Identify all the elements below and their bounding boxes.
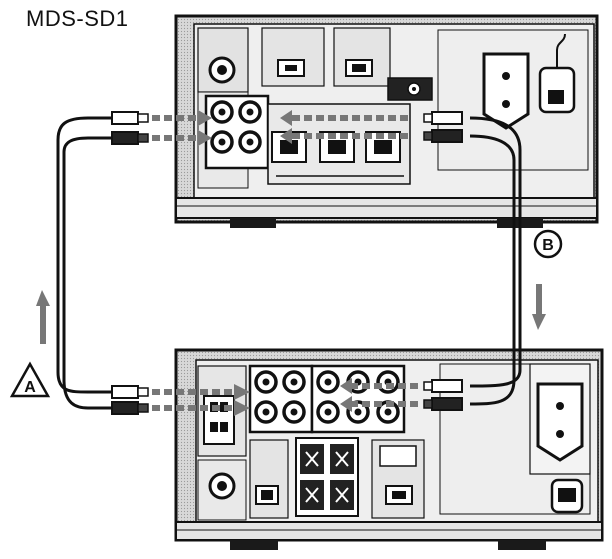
cable-a-marker: A [9,361,51,398]
cable-a-label: A [24,379,36,396]
bottom-unit-base [175,521,603,541]
device-label-mds-sd1: MDS-SD1 [26,6,129,31]
flow-arrow-up [36,290,50,344]
bottom-unit-foot-left [230,540,278,550]
antenna-terminal-bottom [203,395,235,445]
cable-b-label: B [542,237,554,254]
bottom-unit-foot-right [498,540,546,550]
cable-a [56,111,149,415]
speaker-terminals-bottom [295,437,359,517]
insertion-arrows [152,110,418,416]
flow-arrow-down [532,284,546,330]
cable-b-marker: B [533,229,563,259]
bottom-unit [174,348,604,550]
top-unit-foot-left [230,218,276,228]
speaker-terminals-top [271,131,401,163]
top-unit [174,14,599,228]
ac-inlet-top [482,52,530,130]
top-unit-base [175,197,598,219]
ac-inlet-bottom [536,382,584,462]
cable-b [423,111,522,411]
